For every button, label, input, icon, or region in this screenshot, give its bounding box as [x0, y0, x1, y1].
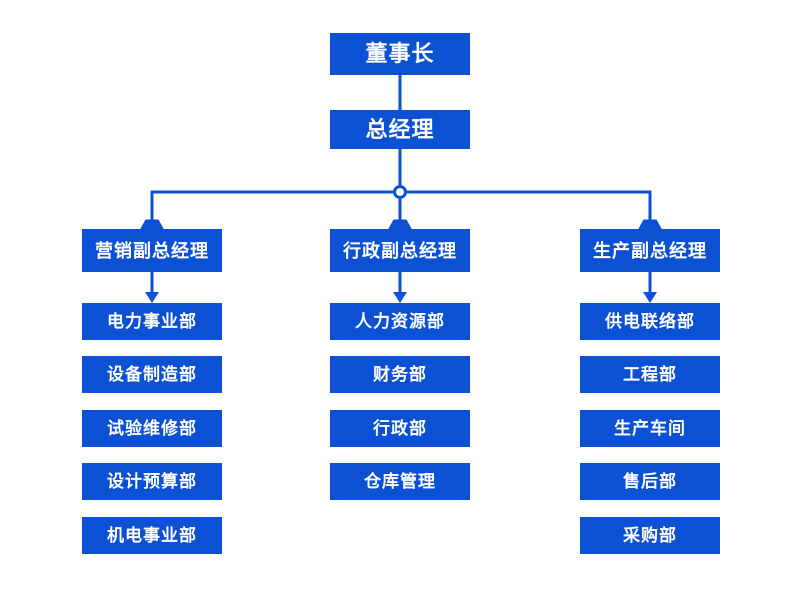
node-dept-marketing-1[interactable]: 电力事业部	[82, 303, 222, 340]
node-dept-admin-2[interactable]: 财务部	[330, 356, 470, 393]
node-dept-marketing-2[interactable]: 设备制造部	[82, 356, 222, 393]
node-dept-production-2[interactable]: 工程部	[580, 356, 720, 393]
node-branch-administration[interactable]: 行政副总经理	[330, 229, 470, 272]
junction-circle	[393, 185, 407, 199]
node-dept-production-3[interactable]: 生产车间	[580, 410, 720, 447]
node-dept-admin-4[interactable]: 仓库管理	[330, 463, 470, 500]
node-chairman[interactable]: 董事长	[330, 33, 470, 75]
node-dept-production-1[interactable]: 供电联络部	[580, 303, 720, 340]
node-dept-production-4[interactable]: 售后部	[580, 463, 720, 500]
branch-tab-left	[140, 219, 164, 230]
node-branch-marketing[interactable]: 营销副总经理	[82, 229, 222, 272]
branch-tab-middle	[388, 219, 412, 230]
branch-arrow-middle-head	[393, 292, 407, 303]
branch-arrow-left-head	[145, 292, 159, 303]
branch-tab-right	[638, 219, 662, 230]
node-dept-admin-1[interactable]: 人力资源部	[330, 303, 470, 340]
branch-arrow-right-head	[643, 292, 657, 303]
node-dept-admin-3[interactable]: 行政部	[330, 410, 470, 447]
node-dept-production-5[interactable]: 采购部	[580, 517, 720, 554]
node-dept-marketing-4[interactable]: 设计预算部	[82, 463, 222, 500]
node-dept-marketing-5[interactable]: 机电事业部	[82, 517, 222, 554]
node-dept-marketing-3[interactable]: 试验维修部	[82, 410, 222, 447]
node-branch-production[interactable]: 生产副总经理	[580, 229, 720, 272]
node-general-manager[interactable]: 总经理	[330, 110, 470, 149]
